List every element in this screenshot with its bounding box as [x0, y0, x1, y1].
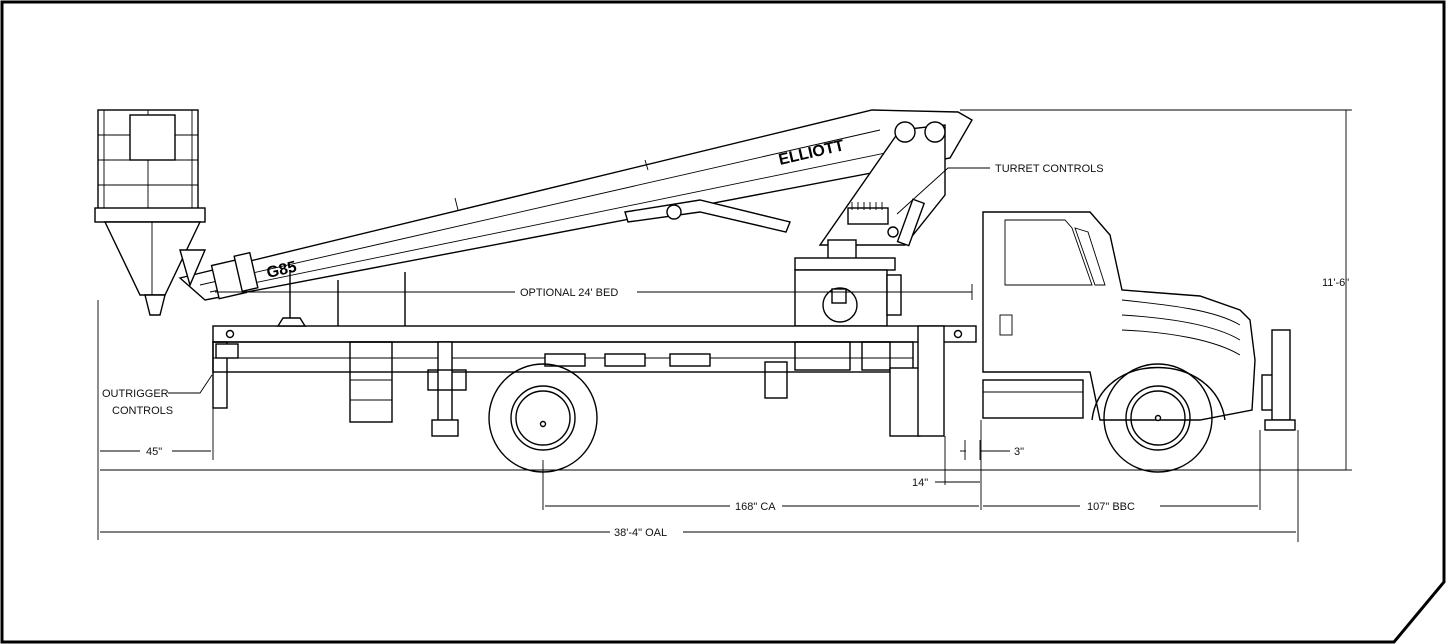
turret: [794, 121, 946, 327]
overall-length-dimension: 38'-4" OAL: [614, 527, 667, 539]
outrigger-controls-label-line1: OUTRIGGER: [102, 388, 169, 400]
front-wheel: [1091, 363, 1226, 473]
cab-gap-dimension: 14": [912, 477, 928, 489]
gap-dimension: 3": [1014, 446, 1024, 458]
rear-overhang-dimension: 45": [146, 446, 162, 458]
lift-cylinder: [624, 199, 791, 233]
flatbed-body: [212, 270, 977, 437]
bumper-to-cab-dimension: 107" BBC: [1087, 501, 1135, 513]
turret-controls-label: TURRET CONTROLS: [995, 163, 1104, 175]
work-platform: [94, 109, 207, 316]
boom: ELLIOTT G85: [178, 109, 973, 301]
cab-to-axle-dimension: 168" CA: [735, 501, 776, 513]
truck-cab: [982, 211, 1296, 431]
dimension-lines: [97, 109, 1352, 542]
height-dimension: 11'-6": [1322, 277, 1349, 289]
rear-wheel: [488, 363, 598, 473]
outrigger-controls-label-line2: CONTROLS: [112, 405, 173, 417]
optional-bed-label: OPTIONAL 24' BED: [520, 287, 618, 299]
